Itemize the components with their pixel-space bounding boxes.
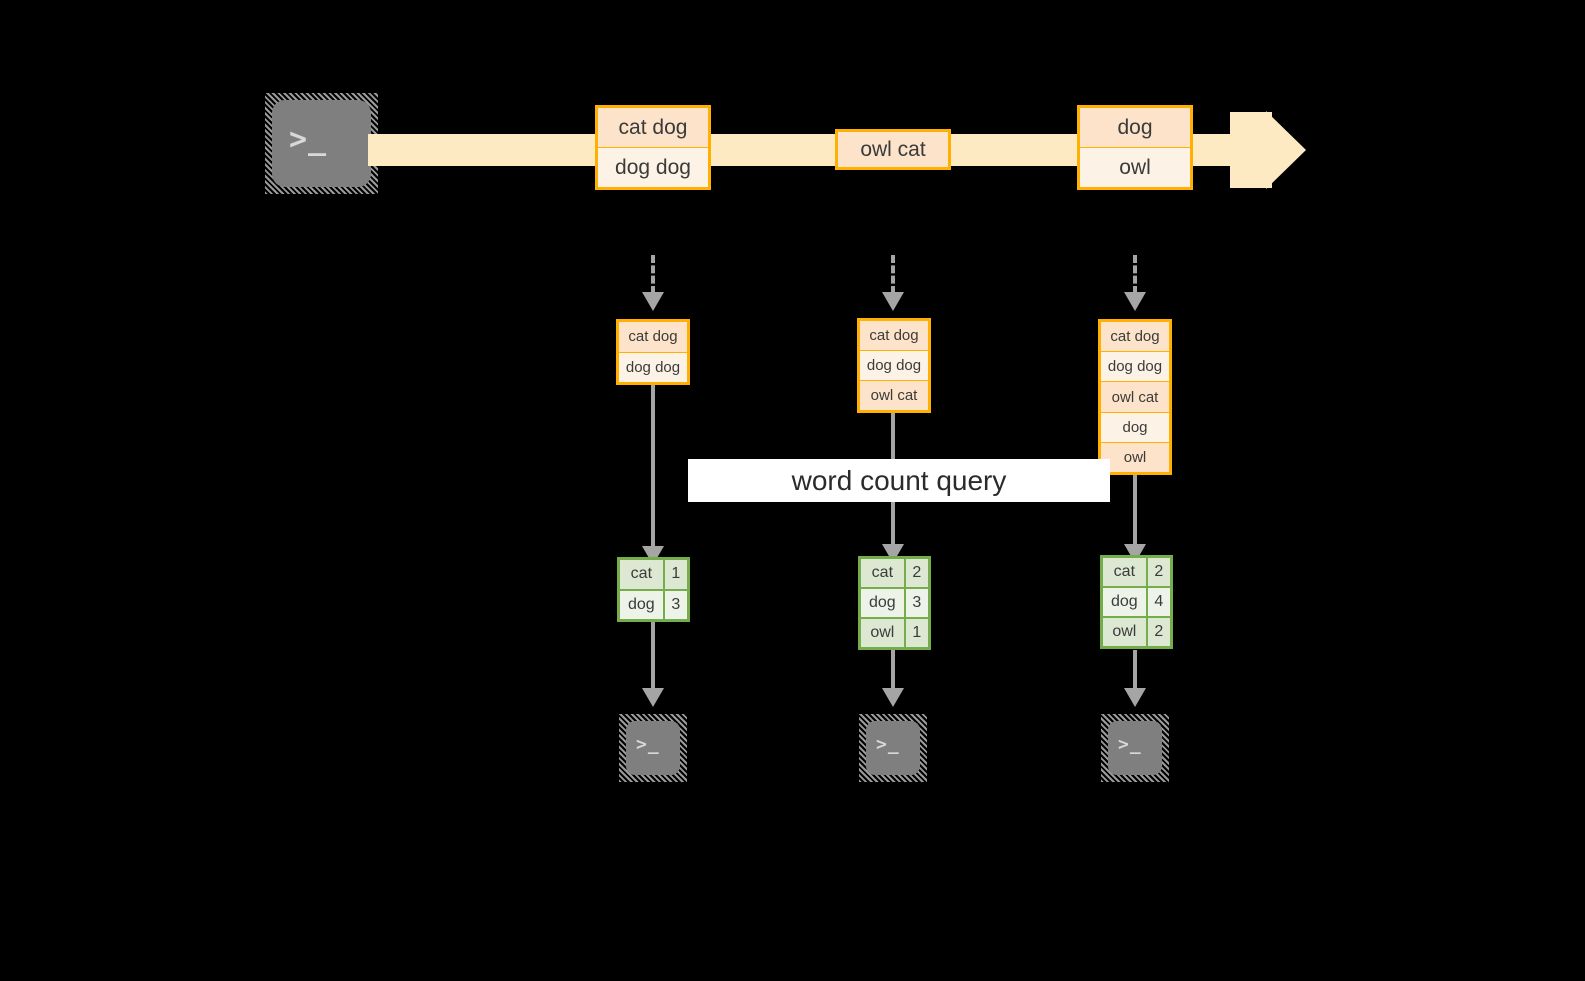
stream-to-snapshot-1-arrowhead [642,292,664,311]
stream-event-1-line-2: dog dog [598,148,708,187]
snapshot-1-record: cat dog [619,322,687,352]
terminal-prompt-glyph: >_ [1118,734,1142,755]
snapshot-3-record: owl [1101,442,1169,473]
terminal-prompt-glyph: >_ [876,734,900,755]
terminal-screen: >_ [1108,721,1162,775]
query-label: word count query [688,459,1110,502]
result-word: cat [861,559,904,587]
stream-to-snapshot-1-line [651,255,655,294]
snapshot-3-record: dog dog [1101,352,1169,382]
snapshot-3-sink-arrowhead [1124,688,1146,707]
stream-to-snapshot-3-arrowhead [1124,292,1146,311]
source-terminal-icon: >_ [265,93,378,194]
stream-event-2-line-1: owl cat [838,132,948,167]
terminal-prompt-glyph: >_ [289,122,328,157]
snapshot-1-accumulated-table: cat dog dog dog [616,319,690,385]
result-word: dog [620,590,663,619]
stream-event-3: dog owl [1077,105,1193,190]
table-row: owl 1 [861,619,928,647]
snapshot-3-record: dog [1101,412,1169,442]
result-count: 2 [1147,558,1170,586]
table-row: cat 2 [861,559,928,587]
snapshot-1-record: dog dog [619,352,687,382]
result-word: dog [861,589,904,617]
snapshot-1-result-table: cat 1 dog 3 [617,557,690,622]
terminal-screen: >_ [272,100,371,187]
table-row: dog 4 [1103,588,1170,616]
stream-event-2: owl cat [835,129,951,170]
result-word: owl [861,619,904,647]
result-count: 3 [664,590,687,619]
result-word: cat [1103,558,1146,586]
snapshot-1-sink-line [651,622,655,690]
stream-to-snapshot-3-line [1133,255,1137,294]
snapshot-3-record: cat dog [1101,322,1169,352]
stream-to-snapshot-2-line [891,255,895,294]
snapshot-3-result-table: cat 2 dog 4 owl 2 [1100,555,1173,649]
table-row: dog 3 [861,589,928,617]
stream-event-1-line-1: cat dog [598,108,708,147]
result-word: dog [1103,588,1146,616]
snapshot-2-record: dog dog [860,351,928,380]
result-count: 2 [905,559,928,587]
terminal-screen: >_ [626,721,680,775]
snapshot-2-record: owl cat [860,381,928,410]
snapshot-3-sink-line [1133,650,1137,690]
result-word: cat [620,560,663,589]
result-count: 3 [905,589,928,617]
snapshot-3-query-line [1133,475,1137,550]
snapshot-3-record: owl cat [1101,382,1169,412]
result-count: 2 [1147,618,1170,646]
stream-arrow-shaft-thick [1230,112,1272,188]
stream-to-snapshot-2-arrowhead [882,292,904,311]
sink-terminal-icon-1: >_ [619,714,687,782]
sink-terminal-icon-2: >_ [859,714,927,782]
stream-event-3-line-1: dog [1080,108,1190,147]
snapshot-2-result-table: cat 2 dog 3 owl 1 [858,556,931,650]
snapshot-1-query-line [651,385,655,550]
snapshot-2-sink-arrowhead [882,688,904,707]
table-row: cat 1 [620,560,687,589]
stream-event-1: cat dog dog dog [595,105,711,190]
stream-arrow-head [1266,111,1306,189]
result-count: 1 [905,619,928,647]
terminal-screen: >_ [866,721,920,775]
table-row: cat 2 [1103,558,1170,586]
snapshot-2-record: cat dog [860,321,928,350]
snapshot-2-accumulated-table: cat dog dog dog owl cat [857,318,931,413]
result-count: 4 [1147,588,1170,616]
snapshot-3-accumulated-table: cat dog dog dog owl cat dog owl [1098,319,1172,475]
table-row: dog 3 [620,590,687,619]
sink-terminal-icon-3: >_ [1101,714,1169,782]
snapshot-2-sink-line [891,650,895,690]
result-count: 1 [664,560,687,589]
table-row: owl 2 [1103,618,1170,646]
terminal-prompt-glyph: >_ [636,734,660,755]
stream-event-3-line-2: owl [1080,148,1190,187]
result-word: owl [1103,618,1146,646]
snapshot-1-sink-arrowhead [642,688,664,707]
